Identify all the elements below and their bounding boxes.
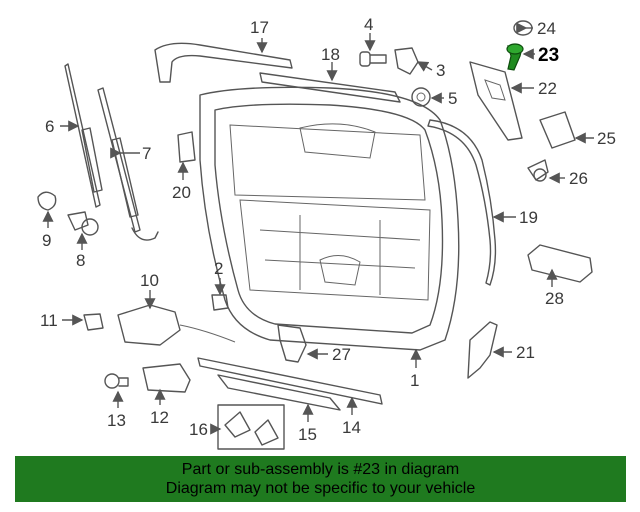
strut-right [97, 87, 159, 241]
strut-left [64, 63, 103, 208]
info-banner: Part or sub-assembly is #23 in diagram D… [15, 456, 626, 502]
nut-5 [411, 87, 431, 107]
callout-labels: 17 4 18 3 5 24 23 22 25 26 19 28 21 1 27… [40, 15, 616, 444]
bracket-20 [177, 131, 196, 163]
fasteners-16-box [217, 404, 285, 450]
callout-9: 9 [42, 231, 51, 250]
callout-19: 19 [519, 208, 538, 227]
callout-1: 1 [410, 371, 419, 390]
callout-12: 12 [150, 408, 169, 427]
banner-line-part: Part or sub-assembly is #23 in diagram [181, 461, 460, 478]
callout-16: 16 [189, 420, 208, 439]
side-trim-21 [467, 321, 498, 379]
callout-23-highlighted: 23 [538, 45, 559, 66]
callout-24: 24 [537, 19, 556, 38]
leader-lines [42, 22, 594, 435]
bolt-23-highlighted [506, 43, 524, 71]
parts-diagram: 17 4 18 3 5 24 23 22 25 26 19 28 21 1 27… [37, 15, 616, 450]
bolt-11 [83, 313, 104, 331]
callout-15: 15 [298, 425, 317, 444]
callout-3: 3 [436, 61, 445, 80]
callout-14: 14 [342, 418, 361, 437]
callout-7: 7 [142, 144, 151, 163]
bolt-13 [104, 373, 129, 389]
lower-molding-14 [197, 357, 383, 405]
callout-26: 26 [569, 169, 588, 188]
clip-3 [394, 47, 419, 75]
ball-stud-8 [67, 211, 99, 236]
pin-26 [527, 159, 549, 182]
callout-21: 21 [516, 343, 535, 362]
bracket-27 [277, 324, 307, 363]
callout-11: 11 [40, 311, 58, 330]
latch-10 [117, 304, 236, 346]
callout-10: 10 [140, 271, 159, 290]
callout-13: 13 [107, 411, 126, 430]
ball-stud-9 [37, 191, 57, 211]
callout-25: 25 [597, 129, 616, 148]
liftgate-panel [199, 86, 460, 351]
upper-trim-strip [259, 72, 401, 103]
callout-2: 2 [214, 259, 223, 278]
spoiler [154, 42, 293, 83]
callout-17: 17 [250, 18, 269, 37]
weatherstrip [427, 119, 497, 286]
callout-20: 20 [172, 183, 191, 202]
callout-18: 18 [321, 45, 340, 64]
hinge-bracket-22 [469, 61, 523, 141]
bolt-4 [359, 51, 387, 67]
clip-25 [539, 111, 576, 149]
callout-8: 8 [76, 251, 85, 270]
striker-28 [527, 244, 593, 283]
callout-27: 27 [332, 345, 351, 364]
callout-4: 4 [364, 15, 373, 34]
garnish-15 [217, 374, 341, 411]
callout-6: 6 [45, 117, 54, 136]
switch-12 [142, 363, 191, 393]
banner-line-disclaimer: Diagram may not be specific to your vehi… [165, 480, 476, 497]
callout-22: 22 [538, 79, 557, 98]
callout-28: 28 [545, 289, 564, 308]
callout-5: 5 [448, 89, 457, 108]
